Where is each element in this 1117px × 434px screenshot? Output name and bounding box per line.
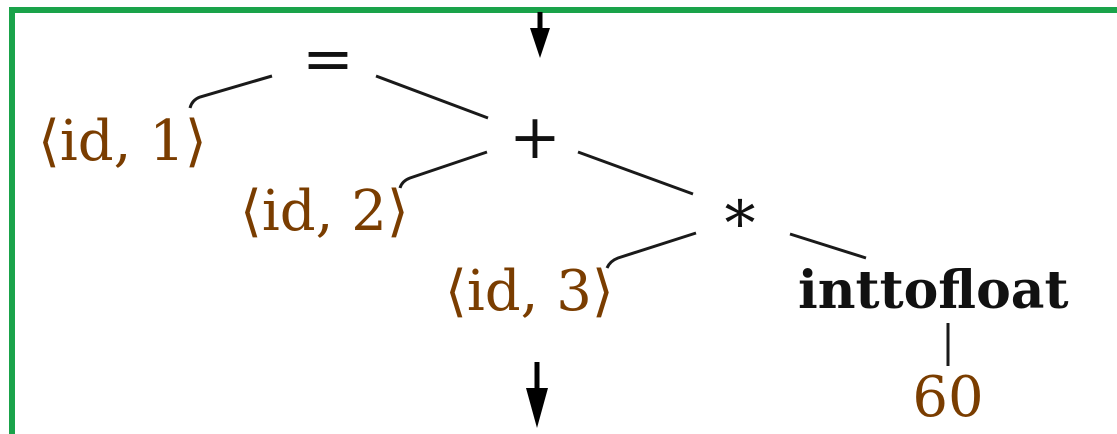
edge-times-inttofloat [789,232,867,260]
bottom-arrow-icon [526,362,548,428]
id1-node: ⟨id, 1⟩ [38,109,207,174]
edge-times-id3 [605,231,697,269]
edge-assign-id1 [188,74,273,109]
assign-operator: = [302,22,354,95]
literal-60-node: 60 [912,365,983,430]
edge-plus-times [577,150,694,196]
edge-plus-id2 [398,150,488,189]
inttofloat-node: inttofloat [798,260,1069,321]
top-arrow-icon [530,12,550,58]
plus-operator: + [509,100,561,173]
id3-node: ⟨id, 3⟩ [445,259,614,324]
frame-border [9,7,1117,434]
edge-assign-plus [375,74,489,120]
id2-node: ⟨id, 2⟩ [240,179,409,244]
times-operator: * [725,187,756,260]
